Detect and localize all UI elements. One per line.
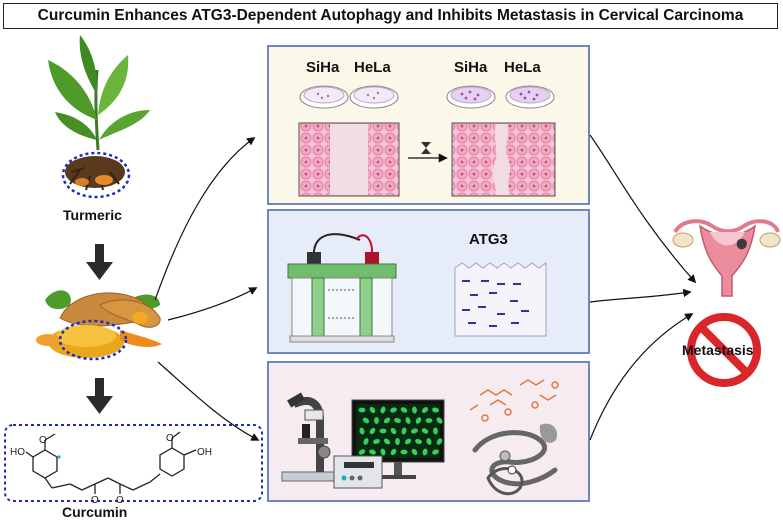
metastasis-label: Metastasis bbox=[682, 342, 754, 358]
atg3-label: ATG3 bbox=[469, 231, 508, 248]
fluorescent-cell bbox=[404, 438, 412, 445]
fluorescent-cell bbox=[394, 417, 401, 424]
fluorescent-cell bbox=[432, 407, 439, 413]
siha-label-after: SiHa bbox=[454, 59, 488, 76]
fluorescent-cell bbox=[374, 417, 379, 424]
electrophoresis-tank-illustration bbox=[287, 233, 397, 343]
curcumin-structure-box bbox=[4, 424, 263, 502]
fluorescent-cell bbox=[379, 428, 387, 434]
atom-label: O bbox=[39, 435, 47, 446]
fluorescent-cell bbox=[358, 449, 366, 455]
controller-box-illustration bbox=[333, 455, 383, 489]
hela-label-before: HeLa bbox=[354, 59, 391, 76]
fluorescent-cell bbox=[373, 438, 380, 445]
fluorescent-cell bbox=[380, 406, 386, 414]
atom-label: OH bbox=[197, 447, 212, 458]
arrow-panel2-to-outcome bbox=[589, 288, 692, 303]
fluorescent-cell bbox=[369, 406, 376, 414]
fluorescent-cell bbox=[380, 448, 386, 456]
blot-membrane-illustration bbox=[454, 262, 547, 337]
fluorescent-cell bbox=[383, 417, 391, 424]
fluorescent-cell bbox=[363, 438, 369, 445]
fluorescent-cell bbox=[415, 438, 422, 445]
fluorescent-cell bbox=[390, 448, 397, 456]
down-arrow-icon bbox=[86, 378, 113, 414]
fluorescent-cell bbox=[411, 428, 418, 434]
siha-label-before: SiHa bbox=[306, 59, 340, 76]
atom-label: HO bbox=[10, 447, 25, 458]
fluorescent-cell bbox=[436, 438, 443, 445]
fluorescent-cell bbox=[421, 407, 429, 413]
fluorescent-cell bbox=[400, 449, 408, 455]
fluorescent-cell bbox=[400, 407, 408, 413]
fluorescent-cell bbox=[362, 417, 370, 424]
turmeric-label: Turmeric bbox=[63, 207, 122, 223]
down-arrow-icon bbox=[86, 244, 113, 280]
fluorescent-cell bbox=[436, 417, 443, 424]
atom-label: O bbox=[116, 495, 124, 506]
microscope-illustration bbox=[281, 392, 338, 482]
petri-dish-icon bbox=[505, 85, 555, 109]
petri-dish-icon bbox=[446, 85, 496, 109]
petri-dish-icon bbox=[349, 85, 399, 109]
no-symbol-icon bbox=[687, 313, 761, 387]
fluorescent-cell bbox=[401, 427, 407, 435]
curcumin-label: Curcumin bbox=[62, 504, 128, 520]
arrow-to-panel-1 bbox=[154, 137, 256, 301]
arrow-panel3-to-outcome bbox=[589, 313, 694, 441]
molecular-docking-illustration bbox=[469, 379, 559, 496]
fluorescent-cell bbox=[405, 417, 411, 424]
fluorescent-cell bbox=[422, 448, 428, 456]
fluorescent-cell bbox=[359, 427, 365, 435]
atom-label: O bbox=[166, 433, 174, 444]
fluorescent-cell bbox=[358, 407, 366, 413]
fluorescent-cell bbox=[426, 438, 432, 445]
monitor-illustration bbox=[351, 399, 445, 479]
uterus-illustration bbox=[672, 219, 781, 297]
hela-label-after: HeLa bbox=[504, 59, 541, 76]
fluorescent-cell bbox=[415, 417, 422, 424]
hourglass-icon bbox=[421, 142, 431, 154]
title-banner: Curcumin Enhances ATG3-Dependent Autopha… bbox=[3, 3, 778, 29]
arrow-panel1-to-outcome bbox=[589, 134, 697, 284]
root-highlight-circle bbox=[61, 151, 131, 199]
fluorescent-cell bbox=[369, 427, 376, 435]
fluorescent-cell bbox=[411, 448, 418, 456]
fluorescent-cell bbox=[369, 449, 376, 455]
fluorescent-cell bbox=[390, 407, 397, 413]
fluorescent-cell bbox=[421, 428, 429, 434]
petri-dish-icon bbox=[299, 85, 349, 109]
fluorescent-cell bbox=[425, 418, 433, 423]
turmeric-root-powder-illustration bbox=[36, 290, 162, 358]
fluorescent-cell bbox=[395, 438, 400, 445]
arrow-to-panel-3 bbox=[157, 361, 260, 441]
fluorescent-cell bbox=[433, 427, 438, 435]
atom-label: O bbox=[91, 495, 99, 506]
fluorescent-cell bbox=[412, 406, 417, 414]
arrow-to-panel-2 bbox=[167, 287, 258, 321]
curcumin-structure-drawing bbox=[25, 431, 197, 494]
turmeric-plant-illustration bbox=[48, 35, 150, 191]
fluorescent-cell bbox=[390, 427, 397, 435]
fluorescent-cell bbox=[432, 449, 439, 455]
powder-highlight-circle bbox=[58, 319, 128, 361]
fluorescent-cell bbox=[383, 438, 391, 445]
